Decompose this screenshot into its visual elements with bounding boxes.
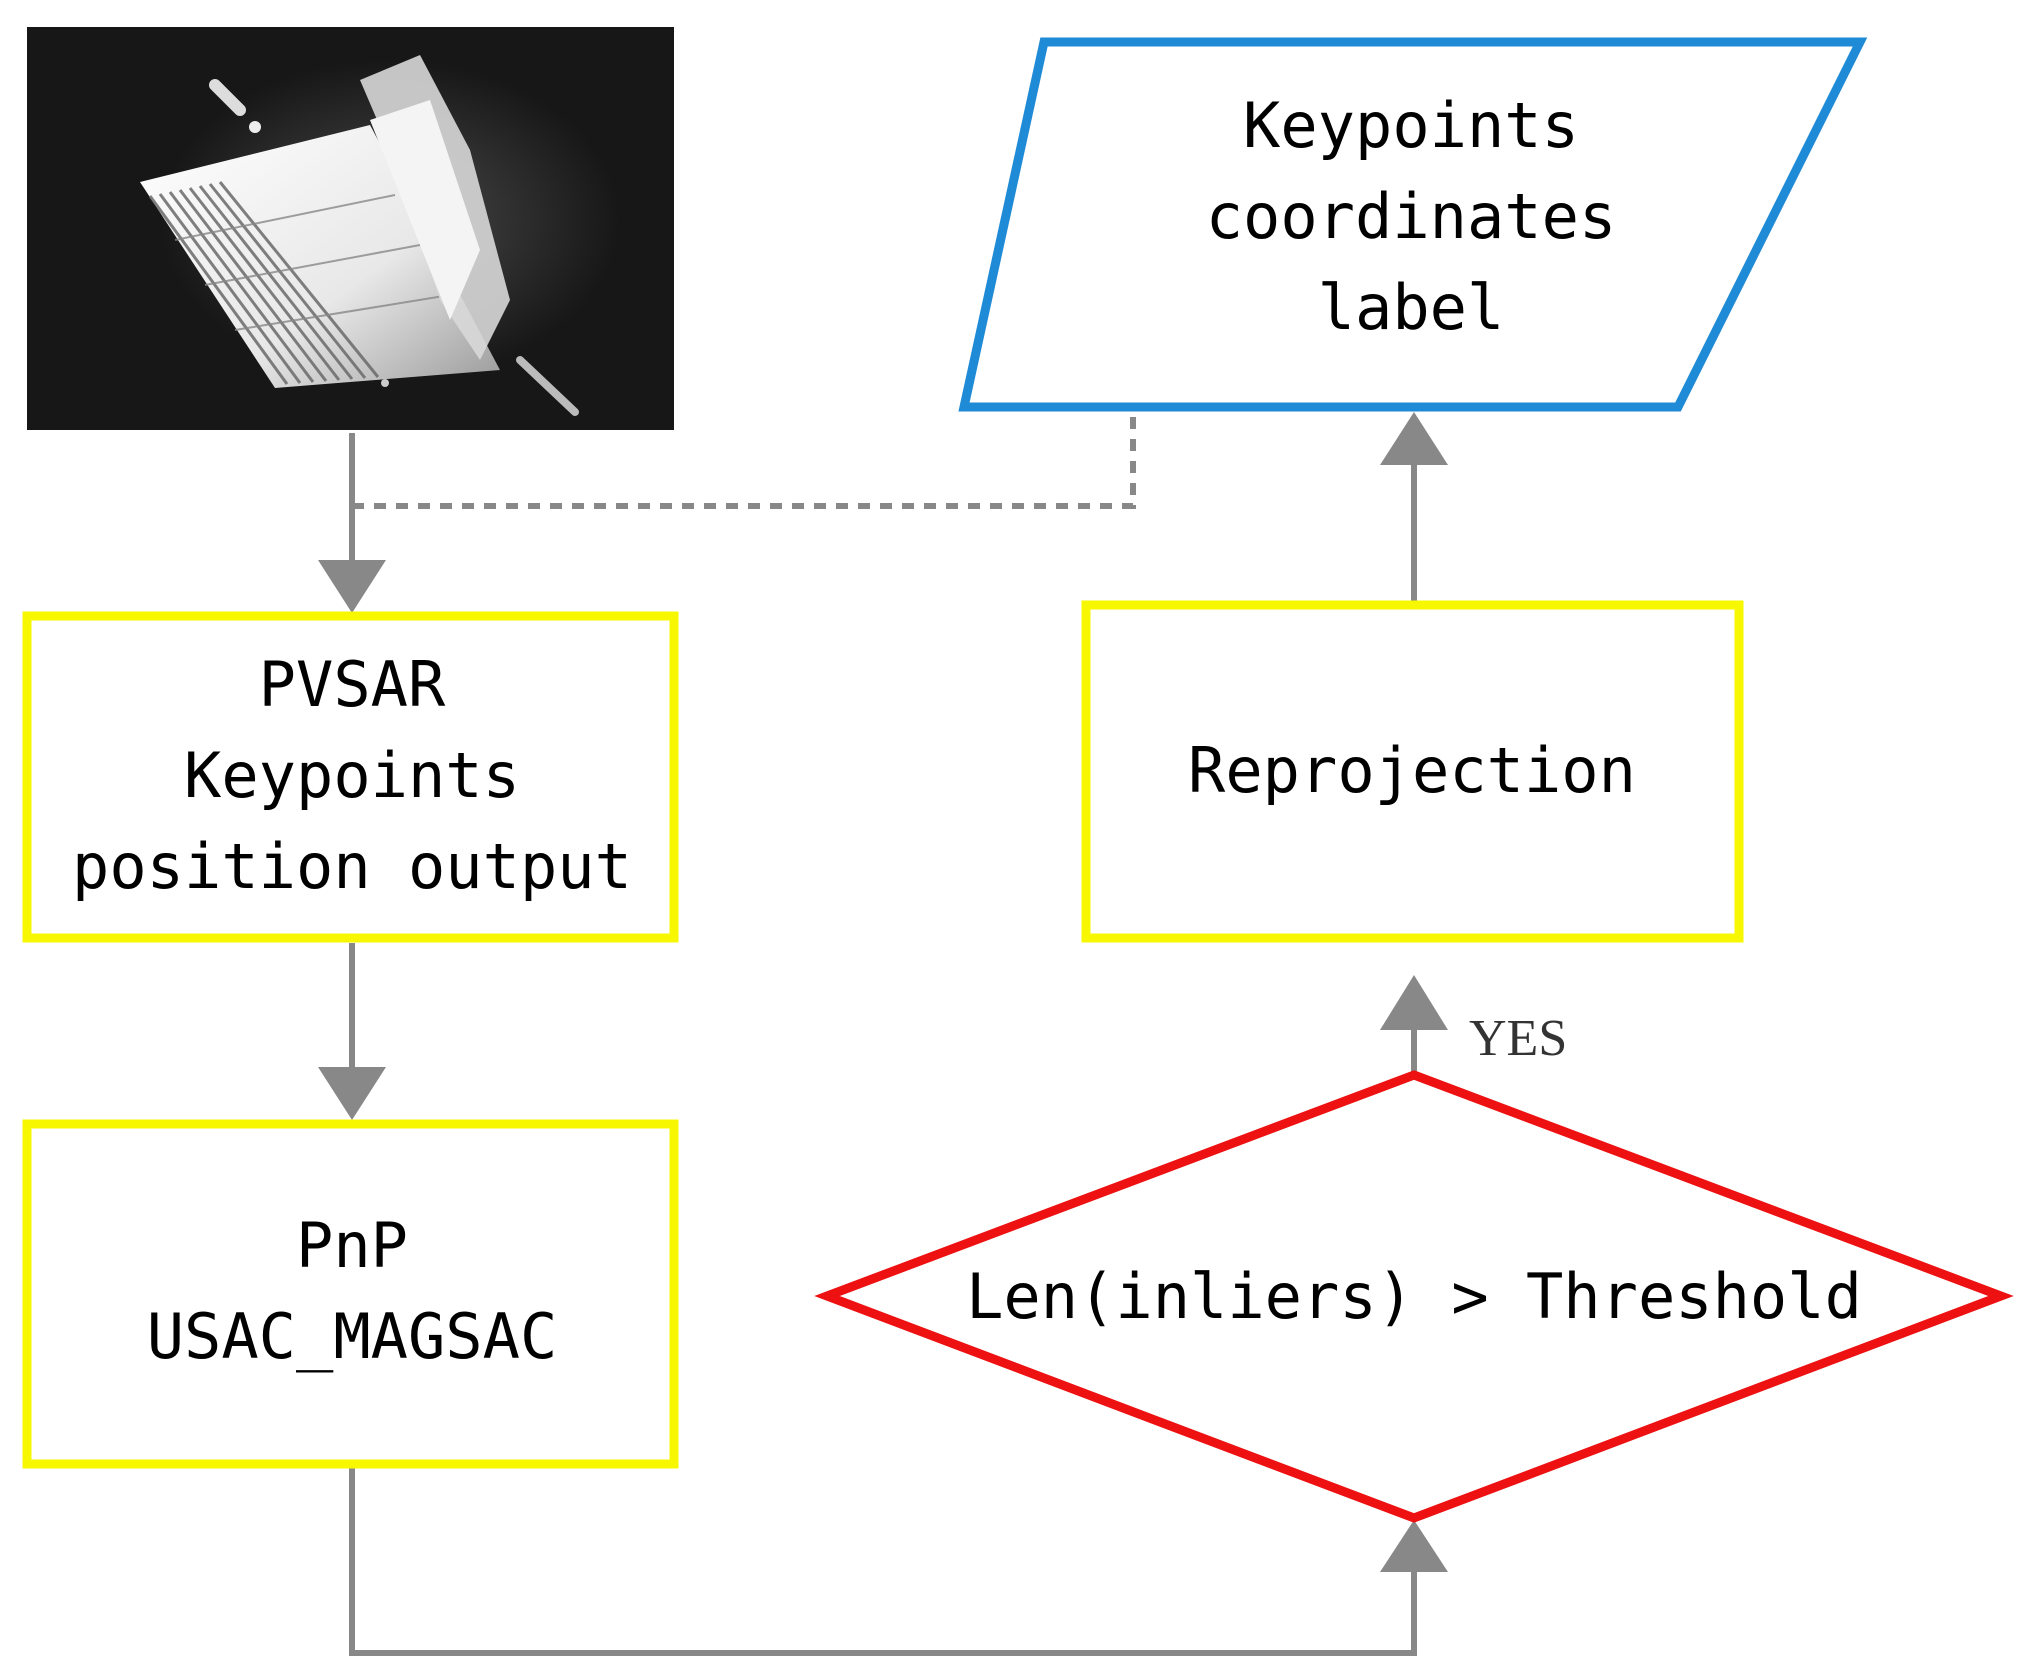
node-pnp: PnP USAC_MAGSAC (22, 1119, 679, 1469)
keypoints-label-line-3: label (1318, 271, 1505, 344)
connectors (349, 410, 1417, 1656)
node-decision: Len(inliers) > Threshold (814, 1070, 2014, 1523)
pvsar-line-1: PVSAR (259, 648, 446, 721)
node-reprojection: Reprojection (1081, 600, 1744, 943)
keypoints-label-line-1: Keypoints (1243, 89, 1579, 162)
arrow-heads (318, 412, 1448, 1572)
pvsar-line-3: position output (72, 830, 632, 903)
yes-label: YES (1469, 1010, 1567, 1067)
pnp-line-1: PnP (296, 1209, 408, 1282)
keypoints-label-line-2: coordinates (1206, 180, 1617, 253)
edge-pnp-to-decision (349, 1467, 1417, 1656)
decision-label: Len(inliers) > Threshold (966, 1260, 1862, 1333)
pvsar-line-2: Keypoints (184, 739, 520, 812)
reprojection-label: Reprojection (1188, 734, 1636, 807)
arrow-head-pvsar (318, 560, 386, 613)
arrow-head-reprojection (1380, 975, 1448, 1030)
node-pvsar: PVSAR Keypoints position output (22, 611, 679, 943)
satellite-image (27, 27, 674, 430)
edge-dashed-label (352, 410, 1136, 509)
arrow-head-decision (1380, 1520, 1448, 1572)
pnp-line-2: USAC_MAGSAC (147, 1300, 558, 1373)
arrow-head-pnp (318, 1067, 386, 1120)
node-keypoints-label: Keypoints coordinates label (958, 37, 1868, 412)
arrow-head-label (1380, 412, 1448, 465)
